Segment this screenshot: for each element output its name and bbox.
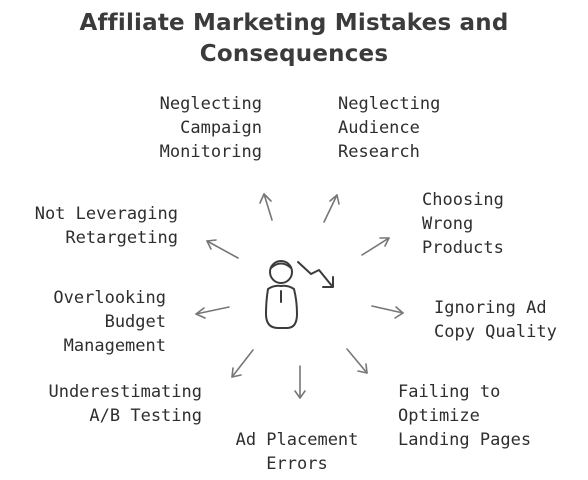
diagram-title: Affiliate Marketing Mistakes and Consequ… (0, 8, 588, 70)
person-with-declining-chart-icon (265, 260, 334, 329)
arrow-budget-management (195, 306, 230, 319)
arrow-ad-placement (294, 365, 306, 399)
arrow-retargeting (206, 239, 239, 259)
title-line-2: Consequences (199, 41, 389, 67)
arrow-audience-research (323, 194, 340, 223)
arrow-ab-testing (231, 349, 254, 378)
arrow-campaign-monitoring (259, 193, 273, 221)
arrow-landing-pages (346, 348, 368, 374)
label-ignoring-ad-copy-quality: Ignoring Ad Copy Quality (434, 298, 557, 342)
label-ad-placement-errors: Ad Placement Errors (235, 430, 359, 474)
label-failing-to-optimize-landing-pages: Failing to Optimize Landing Pages (398, 382, 532, 450)
label-choosing-wrong-products: Choosing Wrong Products (422, 190, 504, 258)
arrow-wrong-products (361, 237, 390, 256)
label-overlooking-budget-management: Overlooking Budget Management (53, 288, 166, 356)
label-neglecting-audience-research: Neglecting Audience Research (338, 94, 441, 162)
label-neglecting-campaign-monitoring: Neglecting Campaign Monitoring (159, 94, 262, 162)
arrow-ad-copy (371, 305, 404, 319)
title-line-1: Affiliate Marketing Mistakes and (79, 10, 509, 36)
label-underestimating-ab-testing: Underestimating A/B Testing (48, 382, 202, 426)
label-not-leveraging-retargeting: Not Leveraging Retargeting (34, 204, 178, 248)
